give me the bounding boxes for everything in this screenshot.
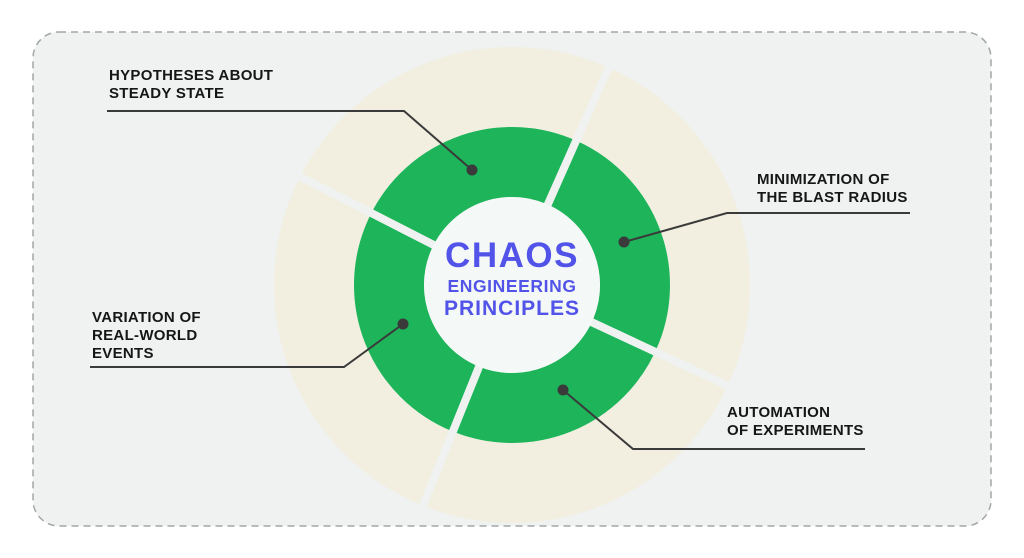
center-title-line-2: ENGINEERING bbox=[447, 276, 577, 296]
label-line: REAL-WORLD bbox=[92, 327, 198, 344]
label-hypotheses-about-steady-state: HYPOTHESES ABOUT STEADY STATE bbox=[109, 67, 273, 103]
inner-ring-green bbox=[354, 127, 670, 443]
label-line: STEADY STATE bbox=[109, 85, 225, 102]
label-line: HYPOTHESES ABOUT bbox=[109, 67, 274, 84]
connector-dot-minimization bbox=[618, 236, 630, 248]
label-variation-of-real-world-events: VARIATION OF REAL-WORLD EVENTS bbox=[92, 309, 201, 363]
connector-automation bbox=[562, 389, 865, 450]
label-line: MINIMIZATION OF bbox=[757, 171, 890, 188]
label-automation-of-experiments: AUTOMATION OF EXPERIMENTS bbox=[727, 404, 864, 440]
label-line: VARIATION OF bbox=[92, 309, 201, 326]
connector-dot-variation bbox=[397, 318, 409, 330]
outer-ring-beige bbox=[274, 47, 750, 523]
label-line: EVENTS bbox=[92, 345, 154, 362]
center-title-line-3: PRINCIPLES bbox=[443, 297, 581, 320]
connector-dot-hypotheses bbox=[466, 164, 478, 176]
connector-variation bbox=[90, 323, 404, 368]
label-line: AUTOMATION bbox=[727, 404, 831, 421]
label-minimization-of-the-blast-radius: MINIMIZATION OF THE BLAST RADIUS bbox=[757, 171, 908, 207]
label-line: THE BLAST RADIUS bbox=[757, 189, 908, 206]
connector-hypotheses bbox=[107, 110, 473, 171]
center-circle bbox=[424, 197, 600, 373]
center-title-line-1: CHAOS bbox=[445, 236, 579, 275]
label-line: OF EXPERIMENTS bbox=[727, 422, 864, 439]
center-title: CHAOS ENGINEERING PRINCIPLES bbox=[397, 236, 627, 320]
connector-dot-automation bbox=[557, 384, 569, 396]
connector-minimization bbox=[623, 212, 910, 243]
